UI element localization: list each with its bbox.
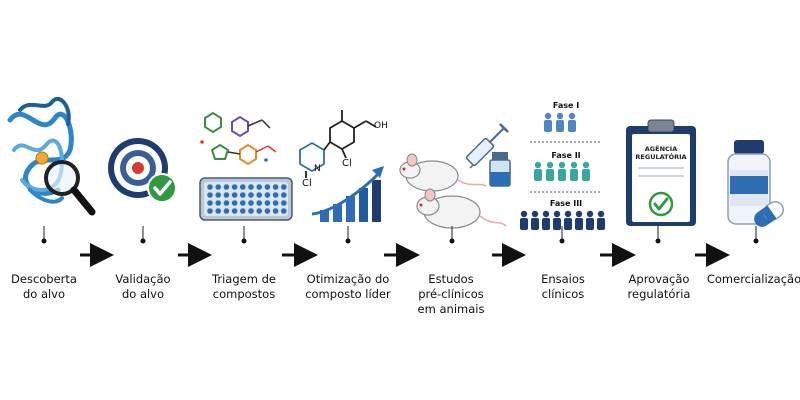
well bbox=[264, 192, 271, 198]
well bbox=[207, 192, 213, 198]
stage-label-approval: Aprovação regulatória bbox=[627, 272, 691, 301]
stage-dot bbox=[753, 238, 759, 244]
well bbox=[256, 184, 263, 190]
lab-mouse-icon bbox=[399, 153, 487, 192]
well bbox=[248, 184, 254, 190]
well bbox=[256, 200, 263, 206]
vial-icon bbox=[489, 152, 511, 187]
medicine-bottle-icon bbox=[727, 140, 771, 225]
stage-label-discovery: Descoberta do alvo bbox=[11, 272, 77, 301]
well bbox=[207, 208, 213, 214]
person-icon bbox=[544, 112, 552, 132]
stage-dot bbox=[559, 238, 565, 244]
stage-label-optimization: Otimização do composto líder bbox=[305, 272, 391, 301]
stage-dot bbox=[449, 238, 455, 244]
stage-label-clinical: Ensaios clínicos bbox=[541, 272, 585, 301]
person-icon bbox=[575, 210, 583, 230]
stage-dot bbox=[655, 238, 661, 244]
person-icon bbox=[582, 161, 590, 181]
clinical-trial-participants bbox=[520, 112, 605, 230]
person-icon bbox=[520, 210, 528, 230]
molecule-label-cl-2: Cl bbox=[342, 158, 352, 169]
person-icon bbox=[534, 161, 542, 181]
person-icon bbox=[597, 210, 605, 230]
magnifying-glass-icon bbox=[44, 160, 96, 216]
well bbox=[231, 184, 238, 190]
well bbox=[281, 192, 287, 198]
well bbox=[231, 200, 238, 206]
well bbox=[215, 200, 221, 206]
well bbox=[240, 200, 246, 206]
person-icon bbox=[542, 210, 550, 230]
well bbox=[240, 208, 246, 214]
molecule-label-cl-1: Cl bbox=[302, 178, 312, 189]
well bbox=[264, 184, 271, 190]
protein-structure-icon bbox=[7, 96, 74, 204]
person-icon bbox=[568, 112, 576, 132]
molecule-label-n: N bbox=[314, 164, 321, 174]
well bbox=[215, 192, 221, 198]
lab-mouse-icon bbox=[416, 188, 507, 229]
stage-label-screening: Triagem de compostos bbox=[212, 272, 276, 301]
phase-label-2: Fase II bbox=[551, 151, 581, 160]
person-icon bbox=[570, 161, 578, 181]
stage-label-validation: Validação do alvo bbox=[115, 272, 171, 301]
well bbox=[264, 208, 271, 214]
checkmark-icon bbox=[147, 173, 177, 203]
well bbox=[231, 208, 238, 214]
stage-connectors bbox=[41, 226, 759, 267]
molecule-cluster-icon bbox=[200, 111, 277, 166]
well bbox=[223, 208, 230, 214]
stage-label-commercialization: Comercialização bbox=[706, 272, 800, 286]
well bbox=[248, 192, 254, 198]
phase-label-3: Fase III bbox=[549, 199, 583, 208]
person-icon bbox=[546, 161, 554, 181]
well bbox=[248, 200, 254, 206]
capsule-icon bbox=[754, 200, 785, 227]
lead-molecule-icon bbox=[299, 110, 377, 178]
well bbox=[223, 200, 230, 206]
stage-dot bbox=[41, 238, 47, 244]
well bbox=[281, 184, 287, 190]
well bbox=[272, 184, 279, 190]
person-icon bbox=[586, 210, 594, 230]
stage-dot bbox=[140, 238, 146, 244]
well bbox=[215, 184, 221, 190]
well bbox=[240, 184, 246, 190]
growth-bar-chart-icon bbox=[311, 166, 384, 222]
well bbox=[256, 192, 263, 198]
well bbox=[215, 208, 221, 214]
person-icon bbox=[531, 210, 539, 230]
molecule-label-oh: OH bbox=[374, 121, 388, 131]
clipboard-icon bbox=[626, 119, 696, 226]
well-plate-icon bbox=[199, 177, 293, 221]
phase-label-1: Fase I bbox=[552, 101, 580, 110]
well bbox=[240, 192, 246, 198]
checkmark-icon bbox=[648, 191, 674, 217]
well bbox=[281, 208, 287, 214]
stage-dot bbox=[241, 238, 247, 244]
person-icon bbox=[564, 210, 572, 230]
well bbox=[223, 184, 230, 190]
stage-label-preclinical: Estudos pré-clínicos em animais bbox=[417, 272, 485, 316]
well bbox=[272, 192, 279, 198]
person-icon bbox=[558, 161, 566, 181]
well bbox=[223, 192, 230, 198]
well bbox=[207, 200, 213, 206]
well bbox=[256, 208, 263, 214]
well bbox=[248, 208, 254, 214]
stage-dot bbox=[345, 238, 351, 244]
well bbox=[264, 200, 271, 206]
person-icon bbox=[556, 112, 564, 132]
well bbox=[207, 184, 213, 190]
well bbox=[272, 200, 279, 206]
well bbox=[281, 200, 287, 206]
syringe-icon bbox=[465, 123, 509, 169]
well bbox=[231, 192, 238, 198]
person-icon bbox=[553, 210, 561, 230]
well bbox=[272, 208, 279, 214]
agency-label: AGÊNCIA REGULATÓRIA bbox=[635, 145, 687, 161]
